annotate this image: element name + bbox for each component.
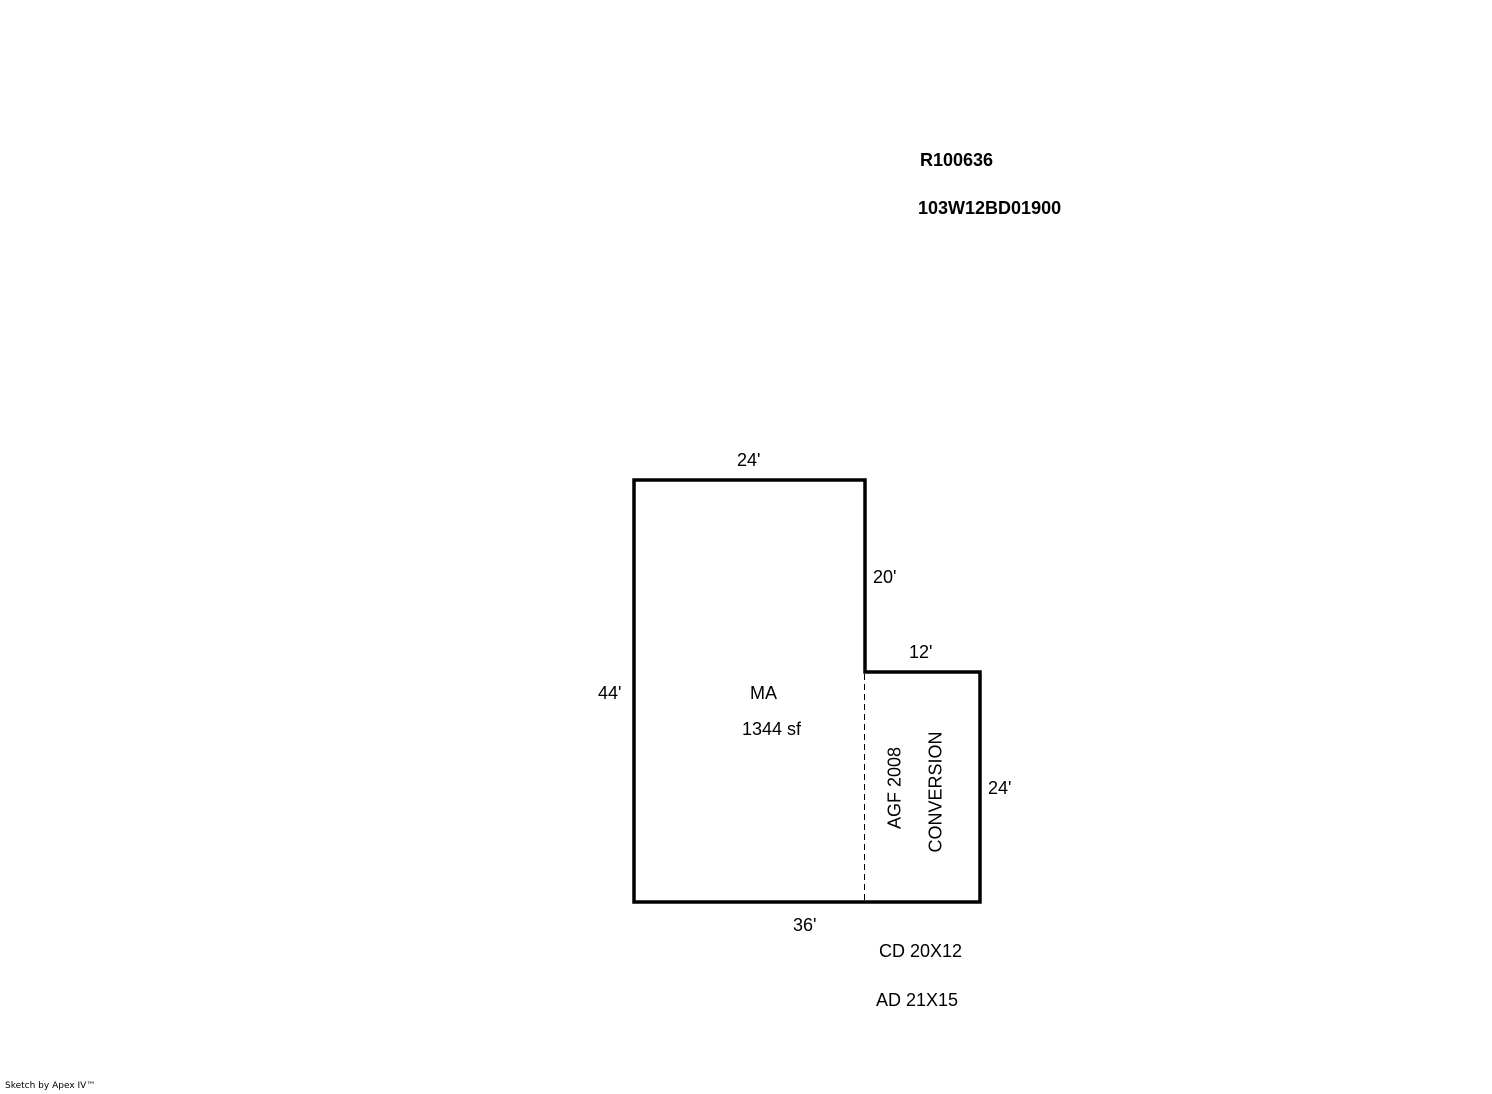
main-area-code: MA (750, 683, 777, 703)
dimension-left: 44' (598, 683, 622, 703)
note-cd: CD 20X12 (879, 941, 963, 961)
dimension-step: 12' (909, 642, 933, 662)
account-id: R100636 (920, 150, 994, 170)
addition-label-line1: AGF 2008 (884, 746, 905, 830)
main-area-size: 1344 sf (742, 719, 802, 739)
building-outline (632, 478, 982, 904)
addition-label-line2: CONVERSION (925, 731, 946, 853)
dimension-bottom: 36' (793, 915, 817, 935)
dimension-right: 24' (988, 778, 1012, 798)
note-ad: AD 21X15 (876, 990, 959, 1010)
dimension-top: 24' (737, 450, 761, 470)
dimension-inner-vertical: 20' (873, 567, 897, 587)
map-tax-lot: 103W12BD01900 (918, 198, 1062, 218)
footer-credit: Sketch by Apex IV™ (5, 1081, 96, 1091)
